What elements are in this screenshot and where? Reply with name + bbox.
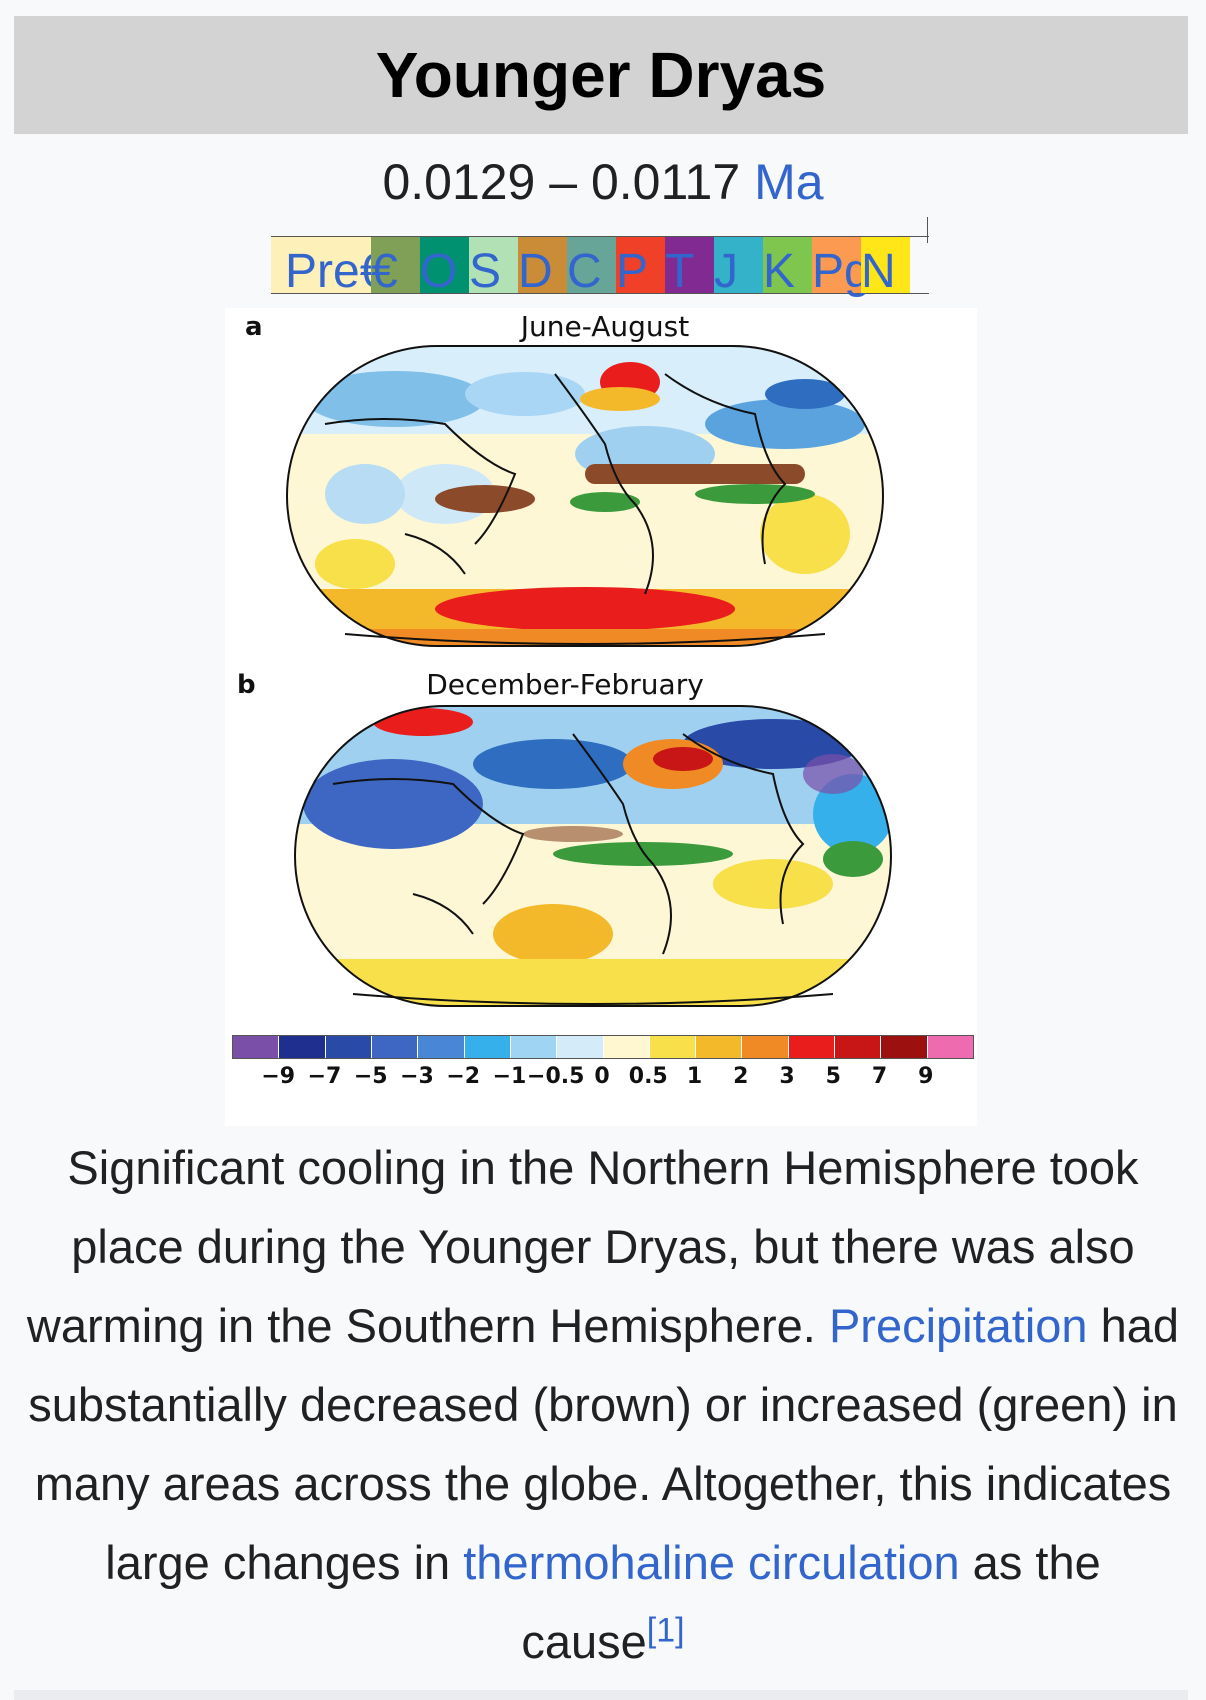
colorbar-tick-label: −5 [353, 1064, 388, 1089]
caption-text-1: Significant cooling in the Northern Hemi… [26, 1141, 1139, 1352]
colorbar-swatch [418, 1036, 465, 1058]
colorbar-tick-label: −3 [400, 1064, 434, 1089]
colorbar-swatch [881, 1036, 928, 1058]
timeline-segment-2[interactable]: € [371, 237, 420, 298]
timeline-segment-12[interactable]: N [861, 237, 910, 298]
caption-text-3: as the cause [521, 1536, 1101, 1668]
map-december-february [294, 705, 892, 1007]
colorbar-swatch [371, 1036, 419, 1058]
colorbar-tick-label: 9 [918, 1064, 934, 1089]
timeline-marker [927, 217, 928, 243]
colorbar-tick-label: 0 [594, 1064, 610, 1089]
caption-text-2: had substantially decreased (brown) or i… [28, 1299, 1180, 1589]
colorbar-swatch [464, 1036, 511, 1058]
colorbar-swatch [279, 1036, 326, 1058]
timeline-segment-10[interactable]: K [763, 237, 812, 298]
colorbar-ticks: −9 −7 −5 −3 −2 −1−0.5 0 0.5 1 2 3 5 7 9 [225, 1064, 977, 1094]
colorbar-swatch [835, 1036, 882, 1058]
timeline-segment-9[interactable]: J [714, 237, 763, 298]
colorbar-swatch [927, 1036, 973, 1058]
colorbar-tick-label: 1 [686, 1064, 703, 1089]
precipitation-link[interactable]: Precipitation [828, 1299, 1088, 1352]
colorbar-swatch [603, 1036, 650, 1058]
time-range: 0.0129 – 0.0117 Ma [0, 150, 1206, 214]
panel-a-title: June-August [520, 310, 690, 343]
timeline-segment-6[interactable]: C [567, 237, 616, 298]
time-range-text: 0.0129 – 0.0117 [382, 154, 755, 210]
colorbar-tick-label: −2 [446, 1064, 481, 1089]
colorbar-swatch [788, 1036, 836, 1058]
colorbar [232, 1035, 974, 1059]
map-june-august [286, 345, 884, 647]
panel-a-label: a [245, 312, 263, 342]
timeline-segment-3[interactable]: O [420, 237, 469, 298]
colorbar-swatch [325, 1036, 372, 1058]
colorbar-swatch [510, 1036, 558, 1058]
colorbar-tick-label: −7 [307, 1064, 342, 1089]
colorbar-swatch [696, 1036, 743, 1058]
colorbar-swatch [233, 1036, 280, 1058]
colorbar-tick-label: −9 [261, 1064, 296, 1089]
timeline-segment-7[interactable]: P [616, 237, 665, 298]
reference-link[interactable]: [1] [646, 1611, 685, 1650]
figure-caption: Significant cooling in the Northern Hemi… [20, 1128, 1186, 1681]
colorbar-swatch [649, 1036, 697, 1058]
colorbar-tick-label: 3 [779, 1064, 795, 1089]
panel-b-title: December-February [426, 668, 704, 701]
page-title: Younger Dryas [375, 39, 827, 111]
timeline-segment-5[interactable]: D [518, 237, 567, 298]
timeline-segment-11[interactable]: Pg [812, 237, 871, 298]
colorbar-tick-label: 7 [871, 1064, 888, 1089]
colorbar-tick-label: 5 [825, 1064, 841, 1089]
infobox-header: Younger Dryas [14, 16, 1188, 134]
timeline-segment-4[interactable]: S [469, 237, 518, 298]
colorbar-tick-label: 0.5 [628, 1064, 668, 1089]
timeline-segment-1[interactable]: Pre€ [271, 237, 386, 298]
colorbar-tick-label: 2 [733, 1064, 749, 1089]
colorbar-swatch [742, 1036, 789, 1058]
ma-link[interactable]: Ma [754, 154, 824, 210]
panel-b-label: b [237, 670, 256, 700]
climate-figure: a June-August [225, 308, 977, 1126]
colorbar-swatch [557, 1036, 604, 1058]
colorbar-tick-label: −1 [492, 1064, 527, 1089]
infobox-bottom-border [14, 1690, 1188, 1700]
timeline-segment-8[interactable]: T [665, 237, 714, 298]
colorbar-tick-label: −0.5 [527, 1064, 585, 1089]
thermohaline-circulation-link[interactable]: thermohaline circulation [463, 1536, 960, 1589]
